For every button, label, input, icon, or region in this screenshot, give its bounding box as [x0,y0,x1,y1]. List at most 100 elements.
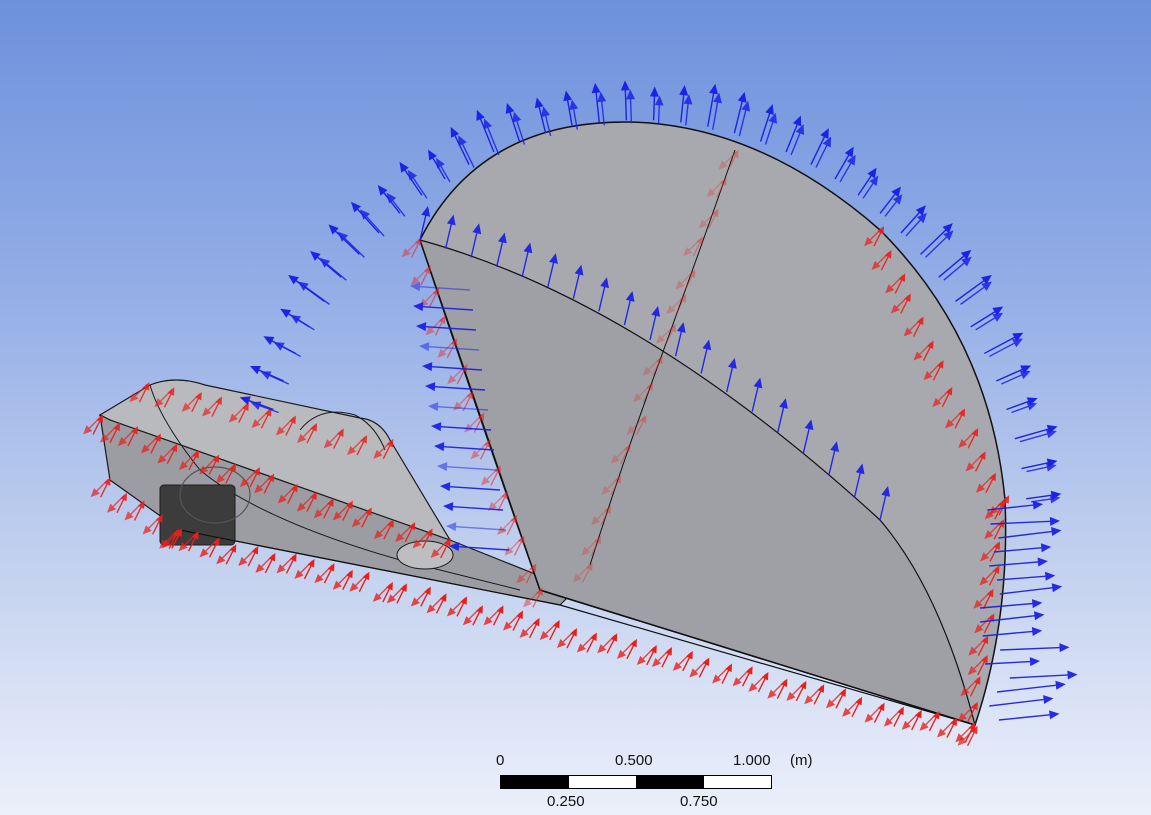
arrow-vector-icon [401,238,421,258]
arrow-vector-icon [512,610,523,631]
arrow-vector-icon [967,656,987,675]
arrow-vector-icon [450,126,470,165]
small-body-hump [299,411,386,451]
arrow-vector-icon [689,658,708,678]
arrow-vector-icon [937,719,956,738]
arrow-vector-icon [446,597,466,617]
load-arrows-red[interactable] [83,149,1010,747]
arrow-vector-icon [804,685,823,705]
arrow-vector-icon [386,192,406,217]
arrow-vector-icon [413,302,474,312]
arrow-vector-icon [665,323,676,345]
arrow-vector-icon [633,383,652,403]
arrow-vector-icon [157,445,176,464]
arrow-vector-icon [626,416,646,435]
arrow-vector-icon [505,102,521,142]
arrow-vector-icon [456,596,467,617]
arrow-vector-icon [504,536,523,556]
large-dome-body[interactable] [179,121,1007,726]
arrow-vector-icon [576,633,596,653]
arrow-vector-icon [264,552,276,574]
arrow-vector-icon [275,416,295,436]
arrow-vector-icon [581,537,600,556]
scale-segment [501,776,569,788]
arrow-vector-icon [597,91,607,126]
arrow-vector-icon [903,318,923,337]
arrow-vector-icon [470,223,482,258]
arrow-vector-icon [955,723,974,743]
arrow-vector-icon [683,237,702,257]
arrow-vector-icon [879,486,891,521]
arrow-vector-icon [521,242,533,277]
arrow-vector-icon [682,650,693,672]
arrow-vector-icon [943,256,972,281]
arrow-vector-icon [683,94,693,126]
arrow-vector-icon [549,619,560,641]
arrow-vector-icon [142,515,162,535]
arrow-vector-icon [506,514,518,536]
scale-segment [703,776,771,788]
arrow-vector-icon [851,696,863,718]
arrow-vector-icon [828,441,839,476]
arrow-vector-icon [712,665,731,684]
arrow-vector-icon [349,573,368,592]
arrow-vector-icon [945,409,964,429]
arrow-vector-icon [541,106,552,137]
arrow-vector-icon [426,594,446,614]
arrow-vector-icon [534,97,547,134]
arrow-vector-icon [636,646,656,665]
arrow-vector-icon [958,429,977,449]
dome-front-face[interactable] [419,239,976,726]
arrow-vector-icon [225,544,237,565]
arrow-vector-icon [228,404,248,423]
arrow-vector-icon [487,492,507,511]
arrow-vector-icon [435,593,447,614]
arrow-vector-icon [479,439,491,460]
arrow-vector-icon [989,338,1023,358]
arrow-vector-icon [420,265,431,286]
arrow-vector-icon [513,535,525,556]
arrow-vector-icon [998,527,1062,539]
arrow-vector-icon [434,442,495,452]
arrow-vector-icon [216,545,235,565]
arrow-vector-icon [810,128,829,165]
arrow-vector-icon [516,564,535,584]
dome-mid-edge [589,149,736,566]
arrow-vector-icon [332,571,352,590]
arrow-vector-icon [748,673,767,692]
arrow-vector-icon [990,516,1061,526]
arrow-vector-icon [502,612,522,631]
arrow-vector-icon [995,365,1032,382]
inlet-arrows-blue[interactable] [239,80,1078,721]
arrow-vector-icon [890,294,910,314]
outlet-ellipse [396,540,454,570]
arrow-vector-icon [626,89,636,124]
arrow-vector-icon [462,606,482,626]
arrow-vector-icon [277,485,297,504]
arrow-vector-icon [483,118,500,156]
arrow-vector-icon [572,563,592,583]
arrow-vector-icon [652,355,663,376]
arrow-vector-icon [635,414,647,436]
arrow-vector-icon [957,727,977,746]
arrow-vector-icon [591,506,610,526]
arrow-vector-icon [556,629,576,649]
arrow-vector-icon [106,494,126,513]
arrow-vector-icon [955,274,992,302]
arrow-vector-icon [741,666,753,687]
arrow-vector-icon [655,325,675,344]
arrow-vector-icon [975,474,995,493]
arrow-vector-icon [285,553,297,574]
arrow-vector-icon [273,342,301,358]
arrow-vector-icon [905,212,927,237]
arrow-vector-icon [1026,462,1057,473]
arrow-vector-icon [960,677,980,697]
arrow-vector-icon [313,499,333,519]
arrow-vector-icon [586,632,597,653]
arrow-vector-icon [373,440,392,459]
arrow-vector-icon [473,412,485,433]
arrow-vector-icon [1019,429,1057,443]
arrow-vector-icon [522,588,542,608]
